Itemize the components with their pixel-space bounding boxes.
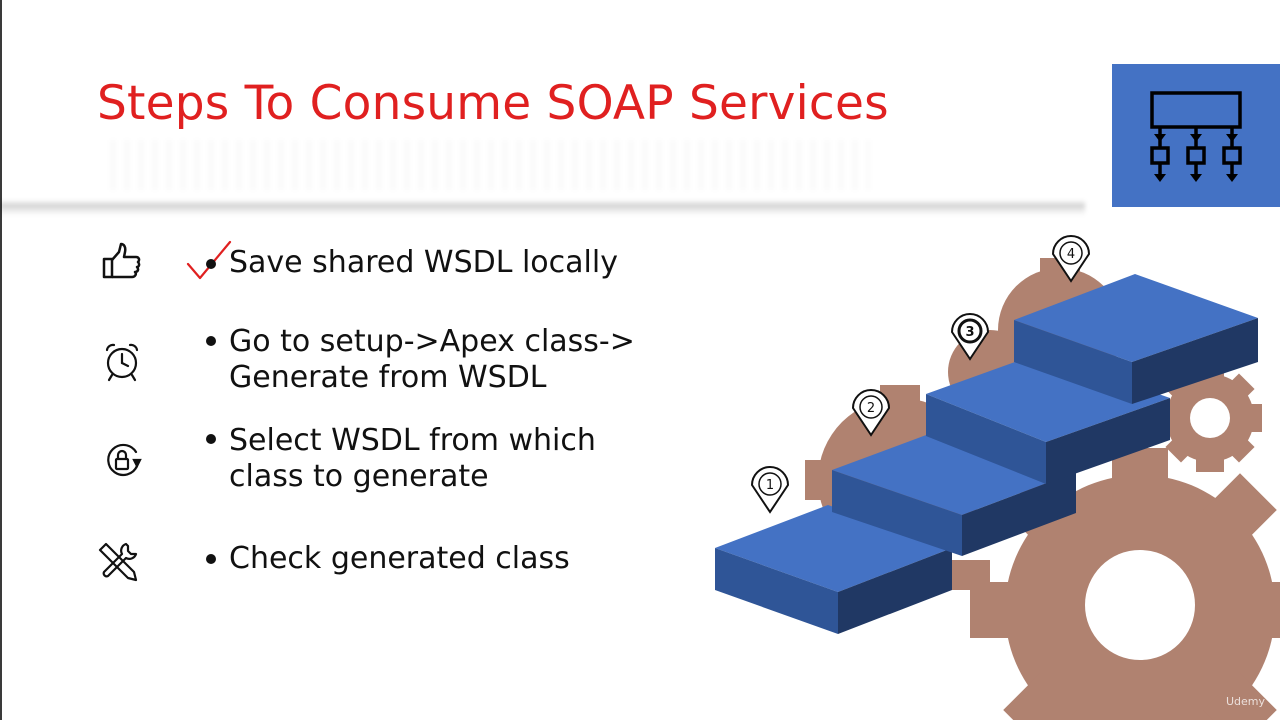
stair-step-4 [1014, 274, 1258, 404]
step-marker-1 [750, 466, 790, 514]
bullet-dot [206, 259, 216, 269]
bullet-text-4: Check generated class [229, 541, 570, 576]
step-marker-4 [1051, 235, 1091, 283]
bullet-text-2b: Generate from WSDL [229, 360, 547, 395]
stairs-gears-illustration: 1 2 3 4 [715, 235, 1280, 720]
step-marker-3 [950, 313, 990, 361]
alarm-clock-icon [100, 340, 144, 384]
bullet-text-2a: Go to setup->Apex class-> [229, 324, 635, 359]
stair-step-1 [715, 505, 952, 634]
slide-title: Steps To Consume SOAP Services [97, 76, 889, 131]
bullet-dot [206, 554, 216, 564]
step-marker-label-3: 3 [965, 325, 974, 340]
lock-refresh-icon [100, 438, 144, 482]
window-edge [0, 0, 2, 720]
bullet-text-3a: Select WSDL from which [229, 423, 596, 458]
stair-step-2 [832, 428, 1076, 556]
bullet-dot [206, 434, 216, 444]
bullet-text-3b: class to generate [229, 459, 489, 494]
title-reflection [110, 140, 870, 190]
bullet-text-1: Save shared WSDL locally [229, 245, 618, 280]
step-marker-label-1: 1 [766, 478, 774, 493]
checkmark-annotation-icon [186, 240, 232, 280]
step-marker-label-2: 2 [867, 401, 875, 416]
thumbs-up-icon [100, 240, 144, 284]
bullet-dot [206, 336, 216, 346]
tools-icon [96, 540, 140, 584]
udemy-watermark: Udemy [1226, 695, 1266, 708]
stair-step-3 [926, 353, 1170, 484]
header-divider-shadow [0, 200, 1085, 216]
header-icon-box [1112, 64, 1280, 207]
step-marker-label-4: 4 [1067, 247, 1075, 262]
hierarchy-diagram-icon [1150, 91, 1242, 182]
step-marker-2 [851, 389, 891, 437]
